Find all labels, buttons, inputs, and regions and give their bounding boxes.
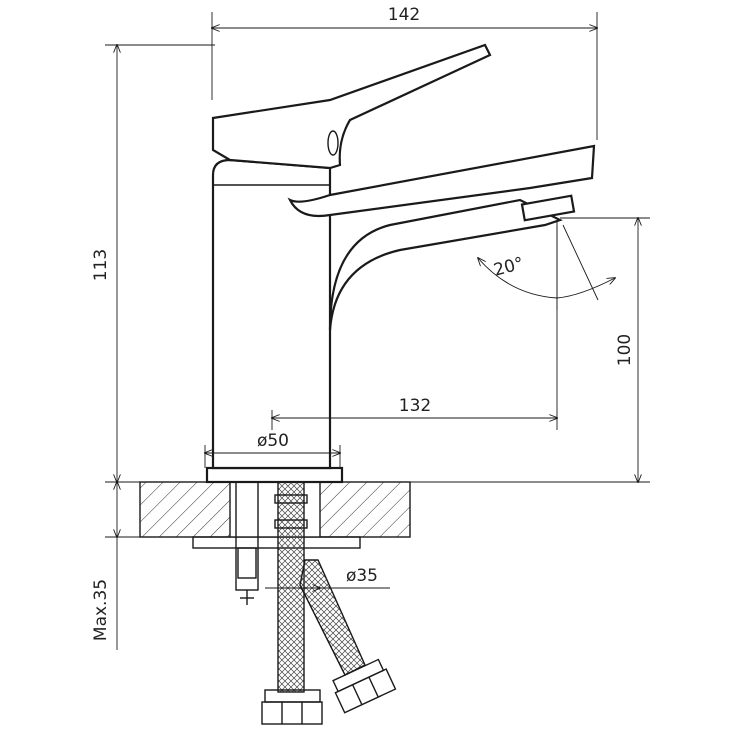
dim-142 bbox=[212, 12, 597, 140]
dim-50 bbox=[205, 445, 340, 468]
dim-113 bbox=[105, 45, 215, 482]
label-100: 100 bbox=[615, 334, 635, 366]
countertop bbox=[139, 481, 411, 538]
mounting-hardware bbox=[192, 481, 361, 605]
label-132: 132 bbox=[399, 396, 431, 416]
label-diameter-50: ø50 bbox=[257, 431, 289, 451]
label-113: 113 bbox=[91, 249, 111, 281]
faucet-body bbox=[205, 43, 596, 484]
dim-angle-20 bbox=[478, 224, 615, 310]
dim-100 bbox=[415, 218, 650, 482]
label-max-35: Max.35 bbox=[91, 579, 111, 641]
supply-hoses bbox=[261, 481, 397, 725]
label-angle-20: 20° bbox=[492, 254, 526, 281]
label-diameter-35: ø35 bbox=[346, 566, 378, 586]
label-142: 142 bbox=[388, 5, 420, 25]
